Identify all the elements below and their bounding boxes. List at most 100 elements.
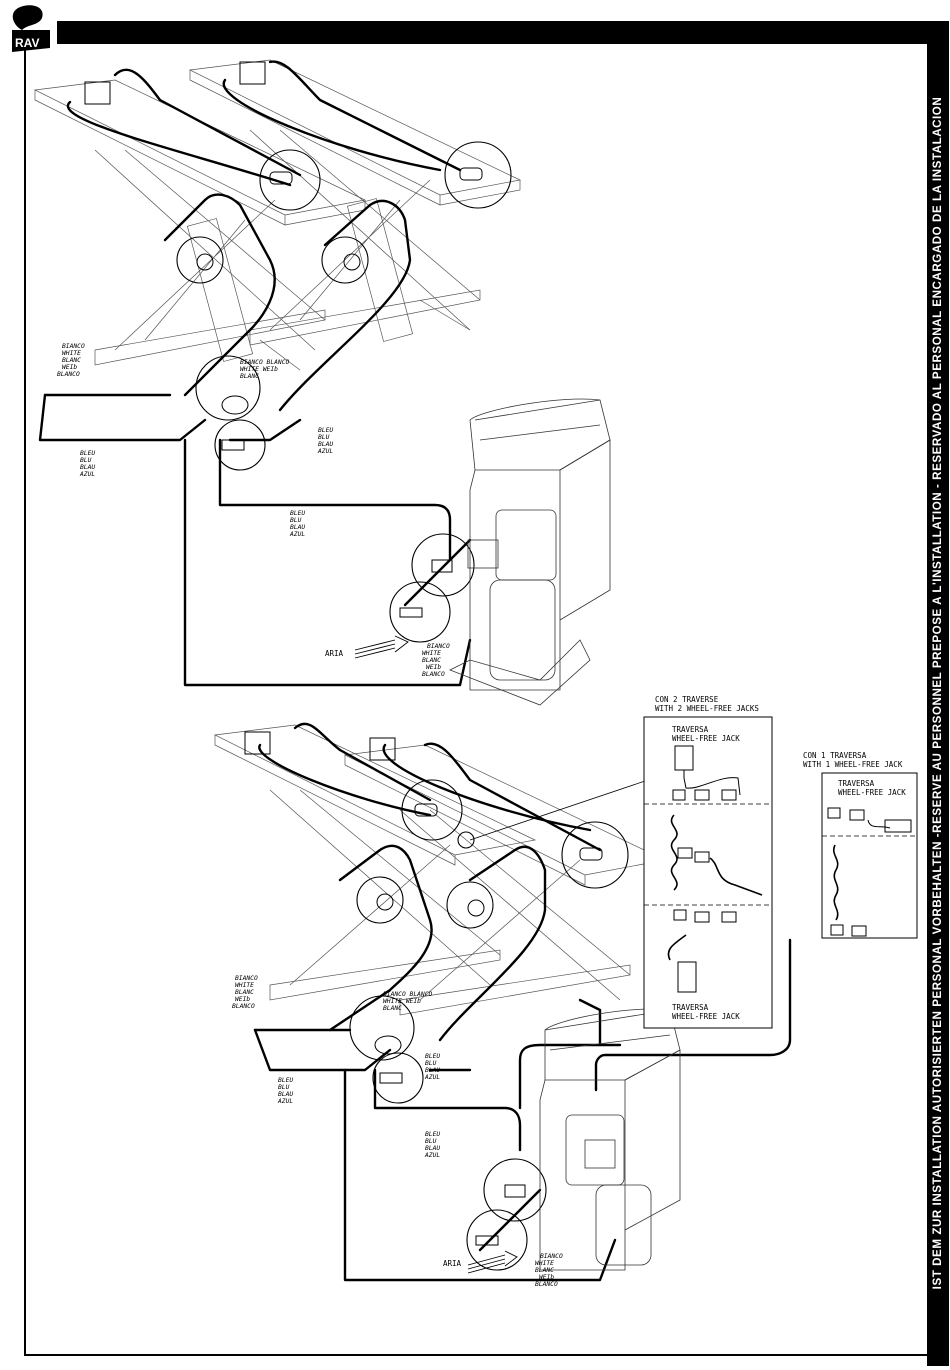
svg-text:BLANC: BLANC: [422, 657, 441, 664]
svg-text:WHITE WEIb: WHITE WEIb: [383, 998, 421, 1005]
bottom-hoses: [253, 722, 792, 1282]
svg-text:BLAU: BLAU: [80, 464, 95, 471]
svg-text:BLEU: BLEU: [290, 510, 305, 517]
bottom-air-arrow: [467, 1250, 518, 1274]
svg-text:BLEU: BLEU: [425, 1131, 440, 1138]
svg-text:BLAU: BLAU: [278, 1091, 293, 1098]
svg-text:BIANCO BLANCO: BIANCO BLANCO: [240, 359, 289, 366]
svg-text:BLAU: BLAU: [290, 524, 305, 531]
svg-text:WEIb: WEIb: [539, 1274, 554, 1281]
top-blue-label-right: BLEU BLU BLAU AZUL: [317, 427, 333, 455]
inset-one-top-label-2: WHEEL-FREE JACK: [838, 788, 906, 797]
top-blue-label-center: BLEU BLU BLAU AZUL: [289, 510, 305, 538]
bottom-labels: BIANCO WHITE BLANC WEIb BLANCO BIANCO BL…: [232, 975, 563, 1288]
bottom-blue-label-left: BLEU BLU BLAU AZUL: [277, 1077, 293, 1105]
svg-text:BLANC: BLANC: [62, 357, 81, 364]
bottom-blue-label-center: BLEU BLU BLAU AZUL: [424, 1131, 440, 1159]
svg-text:BLANCO: BLANCO: [535, 1281, 558, 1288]
inset-one-top-label-1: TRAVERSA: [838, 779, 875, 788]
svg-text:BLANCO: BLANCO: [422, 671, 445, 678]
bottom-white-label-mid: BIANCO BLANCO WHITE WEIb BLANC: [383, 991, 432, 1012]
svg-text:AZUL: AZUL: [424, 1074, 440, 1081]
svg-text:BIANCO BLANCO: BIANCO BLANCO: [383, 991, 432, 998]
bottom-front-lift: [213, 724, 537, 1001]
svg-text:BLU: BLU: [80, 457, 92, 464]
svg-text:WEIb: WEIb: [235, 996, 250, 1003]
svg-text:WHITE: WHITE: [422, 650, 441, 657]
top-white-label-mid: BIANCO BLANCO WHITE WEIb BLANC: [240, 359, 289, 380]
inset-two-top-label-2: WHEEL-FREE JACK: [672, 734, 740, 743]
inset-leader-line: [469, 779, 649, 841]
header-bar: [57, 21, 927, 44]
inset-two-jacks: CON 2 TRAVERSE WITH 2 WHEEL-FREE JACKS T…: [643, 695, 773, 1029]
svg-text:AZUL: AZUL: [424, 1152, 440, 1159]
rear-lift: [188, 59, 522, 371]
top-air-arrow: [354, 635, 409, 659]
bottom-fittings: [244, 731, 603, 1246]
inset-one-heading-2: WITH 1 WHEEL-FREE JACK: [803, 760, 903, 769]
svg-text:WHITE WEIb: WHITE WEIb: [240, 366, 278, 373]
svg-text:WHITE: WHITE: [535, 1260, 554, 1267]
svg-text:BLAU: BLAU: [318, 441, 333, 448]
inset-two-bottom-label-1: TRAVERSA: [672, 1003, 709, 1012]
svg-text:BLEU: BLEU: [425, 1053, 440, 1060]
bottom-white-label-left: BIANCO WHITE BLANC WEIb BLANCO: [232, 975, 258, 1010]
svg-text:BLEU: BLEU: [318, 427, 333, 434]
sidebar-bar: [927, 21, 949, 1366]
bottom-blue-label-right: BLEU BLU BLAU AZUL: [424, 1053, 440, 1081]
front-lift: [33, 79, 367, 366]
bottom-detail-circles: [349, 779, 629, 1271]
svg-text:BLEU: BLEU: [278, 1077, 293, 1084]
svg-text:AZUL: AZUL: [79, 471, 95, 478]
top-detail-circles: [176, 141, 512, 643]
top-air-label: ARIA: [325, 649, 344, 658]
svg-text:BLU: BLU: [318, 434, 330, 441]
inset-two-heading-1: CON 2 TRAVERSE: [655, 695, 719, 704]
svg-text:AZUL: AZUL: [277, 1098, 293, 1105]
svg-text:BLU: BLU: [425, 1060, 437, 1067]
svg-text:WHITE: WHITE: [235, 982, 254, 989]
inset-one-heading-1: CON 1 TRAVERSA: [803, 751, 867, 760]
bottom-white-label-pump: BIANCO WHITE BLANC WEIb BLANCO: [535, 1253, 563, 1288]
svg-text:BIANCO: BIANCO: [62, 343, 85, 350]
svg-text:BLANCO: BLANCO: [232, 1003, 255, 1010]
top-hoses: [38, 60, 472, 687]
rav-logo: RAV: [12, 5, 50, 52]
svg-text:BLU: BLU: [278, 1084, 290, 1091]
svg-text:BIANCO: BIANCO: [427, 643, 450, 650]
svg-text:WEIb: WEIb: [62, 364, 77, 371]
page-frame: [24, 44, 927, 1356]
svg-text:BLANC: BLANC: [240, 373, 259, 380]
top-white-label-pump: BIANCO WHITE BLANC WEIb BLANCO: [422, 643, 450, 678]
svg-text:BLANC: BLANC: [235, 989, 254, 996]
top-fittings: [84, 61, 483, 618]
top-labels: BIANCO WHITE BLANC WEIb BLANCO BIANCO BL…: [57, 343, 450, 678]
svg-text:BLANCO: BLANCO: [57, 371, 80, 378]
bottom-pump-unit: [539, 1008, 681, 1271]
svg-text:BLANC: BLANC: [383, 1005, 402, 1012]
inset-one-jack: CON 1 TRAVERSA WITH 1 WHEEL-FREE JACK TR…: [803, 751, 918, 939]
svg-text:WEIb: WEIb: [426, 664, 441, 671]
top-pump-unit: [449, 398, 611, 706]
bottom-air-label: ARIA: [443, 1259, 462, 1268]
inset-two-heading-2: WITH 2 WHEEL-FREE JACKS: [655, 704, 759, 713]
top-white-label-left: BIANCO WHITE BLANC WEIb BLANCO: [57, 343, 85, 378]
svg-text:BLANC: BLANC: [535, 1267, 554, 1274]
bottom-lift-diagram: [213, 722, 792, 1282]
svg-text:BLU: BLU: [425, 1138, 437, 1145]
inset-two-bottom-label-2: WHEEL-FREE JACK: [672, 1012, 740, 1021]
top-blue-label-left: BLEU BLU BLAU AZUL: [79, 450, 95, 478]
inset-two-top-label-1: TRAVERSA: [672, 725, 709, 734]
svg-text:BLU: BLU: [290, 517, 302, 524]
top-lift-diagram: [33, 59, 611, 706]
svg-text:BLEU: BLEU: [80, 450, 95, 457]
svg-text:BLAU: BLAU: [425, 1145, 440, 1152]
svg-text:AZUL: AZUL: [317, 448, 333, 455]
svg-text:BIANCO: BIANCO: [235, 975, 258, 982]
svg-text:BIANCO: BIANCO: [540, 1253, 563, 1260]
svg-text:AZUL: AZUL: [289, 531, 305, 538]
svg-text:WHITE: WHITE: [62, 350, 81, 357]
logo-text: RAV: [15, 36, 39, 50]
